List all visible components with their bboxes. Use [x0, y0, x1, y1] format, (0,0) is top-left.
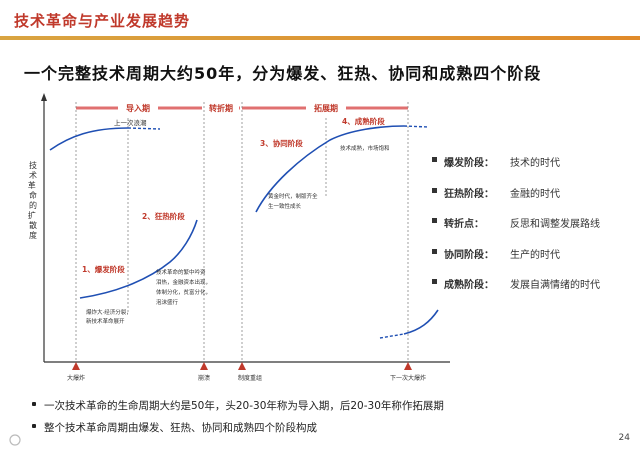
y-axis-label: 技术革 命的扩 散度	[28, 160, 39, 240]
note-item: 整个技术革命周期由爆发、狂热、协同和成熟四个阶段构成	[32, 420, 632, 442]
eruption-note-1: 爆炸大·经济分裂，	[86, 308, 132, 316]
marker-label-big-bang: 大爆炸	[67, 374, 85, 382]
bullet-icon	[432, 157, 437, 162]
bullet-icon	[32, 424, 36, 428]
synergy-maturity-curve	[255, 125, 405, 213]
next-wave-tail	[379, 333, 405, 339]
phase-item-turning-point: 转折点： 反思和调整发展路线	[432, 215, 637, 246]
bullet-icon	[32, 402, 36, 406]
phase-description: 发展自满情绪的时代	[510, 280, 600, 291]
phase-item-eruption: 爆发阶段： 技术的时代	[432, 154, 637, 185]
watermark-logo	[9, 434, 21, 446]
phase-description-list: 爆发阶段： 技术的时代 狂热阶段： 金融的时代 转折点： 反思和调整发展路线 协…	[432, 154, 637, 307]
phase-name: 爆发阶段：	[444, 158, 494, 169]
period-label-bg-expansion	[306, 101, 346, 114]
marker-label-restructure: 制度重组	[238, 374, 262, 382]
bullet-icon	[432, 248, 437, 254]
previous-wave-tail	[127, 127, 161, 130]
phase-item-frenzy: 狂热阶段： 金融的时代	[432, 185, 637, 216]
period-label-bg-turning	[203, 101, 239, 114]
phase-label-synergy: 3、协同阶段	[260, 138, 303, 148]
marker-label-next-big-bang: 下一次大爆炸	[390, 374, 426, 382]
marker-label-collapse: 崩溃	[198, 374, 210, 382]
frenzy-note-2: 泪热，金融资本出现，	[156, 278, 211, 286]
marker-collapse	[200, 362, 208, 370]
marker-next-big-bang	[404, 362, 412, 370]
watermark-icon	[9, 434, 21, 446]
phase-description: 反思和调整发展路线	[510, 219, 600, 230]
period-label-turning: 转折期	[209, 103, 233, 113]
maturity-note-1: 技术成熟，市场饱和	[340, 144, 390, 152]
synergy-note-1: 黄金时代，制版齐全	[268, 192, 318, 200]
y-axis-arrow	[41, 93, 47, 101]
phase-label-frenzy: 2、狂热阶段	[142, 211, 185, 221]
previous-wave-curve	[49, 127, 129, 151]
phase-description: 金融的时代	[510, 188, 560, 200]
note-text: 整个技术革命周期由爆发、狂热、协同和成熟四个阶段构成	[44, 422, 317, 434]
phase-name: 狂热阶段：	[444, 188, 494, 200]
maturity-tail	[403, 125, 429, 128]
title-divider	[0, 36, 640, 40]
page-number: 24	[618, 433, 630, 443]
frenzy-note-1: 技术革命的繁中吟资	[156, 268, 206, 276]
marker-big-bang	[72, 362, 80, 370]
next-wave-curve	[403, 309, 439, 335]
phase-item-maturity: 成熟阶段： 发展自满情绪的时代	[432, 276, 637, 307]
bullet-icon	[432, 279, 437, 284]
phase-name: 成熟阶段：	[444, 280, 494, 291]
frenzy-note-3: 体制分化，贫富分化，	[156, 288, 211, 296]
bullet-icon	[432, 187, 437, 193]
phase-description: 技术的时代	[510, 158, 560, 169]
eruption-frenzy-curve	[79, 219, 198, 299]
phase-label-eruption: 1、爆发阶段	[82, 264, 125, 274]
phase-name: 协同阶段：	[444, 249, 494, 261]
period-label-intro: 导入期	[126, 103, 150, 113]
previous-wave-label: 上一次浪潮	[114, 118, 147, 127]
frenzy-note-4: 泡沫盛行	[156, 298, 179, 306]
bottom-notes: 一次技术革命的生命周期大约是50年，头20-30年称为导入期，后20-30年称作…	[32, 398, 632, 442]
phase-item-synergy: 协同阶段： 生产的时代	[432, 246, 637, 277]
note-text: 一次技术革命的生命周期大约是50年，头20-30年称为导入期，后20-30年称作…	[44, 400, 444, 412]
bullet-icon	[432, 218, 437, 223]
eruption-note-2: 新技术革命展开	[86, 317, 125, 325]
slide-subtitle: 一个完整技术周期大约50年，分为爆发、狂热、协同和成熟四个阶段	[24, 64, 542, 83]
marker-restructure	[238, 362, 246, 370]
period-label-bg-intro	[118, 101, 158, 114]
phase-description: 生产的时代	[510, 249, 560, 261]
phase-name: 转折点：	[444, 219, 484, 230]
synergy-note-2: 生一致性成长	[268, 202, 302, 210]
slide-title: 技术革命与产业发展趋势	[14, 12, 191, 30]
period-label-expansion: 拓展期	[314, 103, 338, 113]
note-item: 一次技术革命的生命周期大约是50年，头20-30年称为导入期，后20-30年称作…	[32, 398, 632, 420]
phase-label-maturity: 4、成熟阶段	[342, 116, 385, 126]
